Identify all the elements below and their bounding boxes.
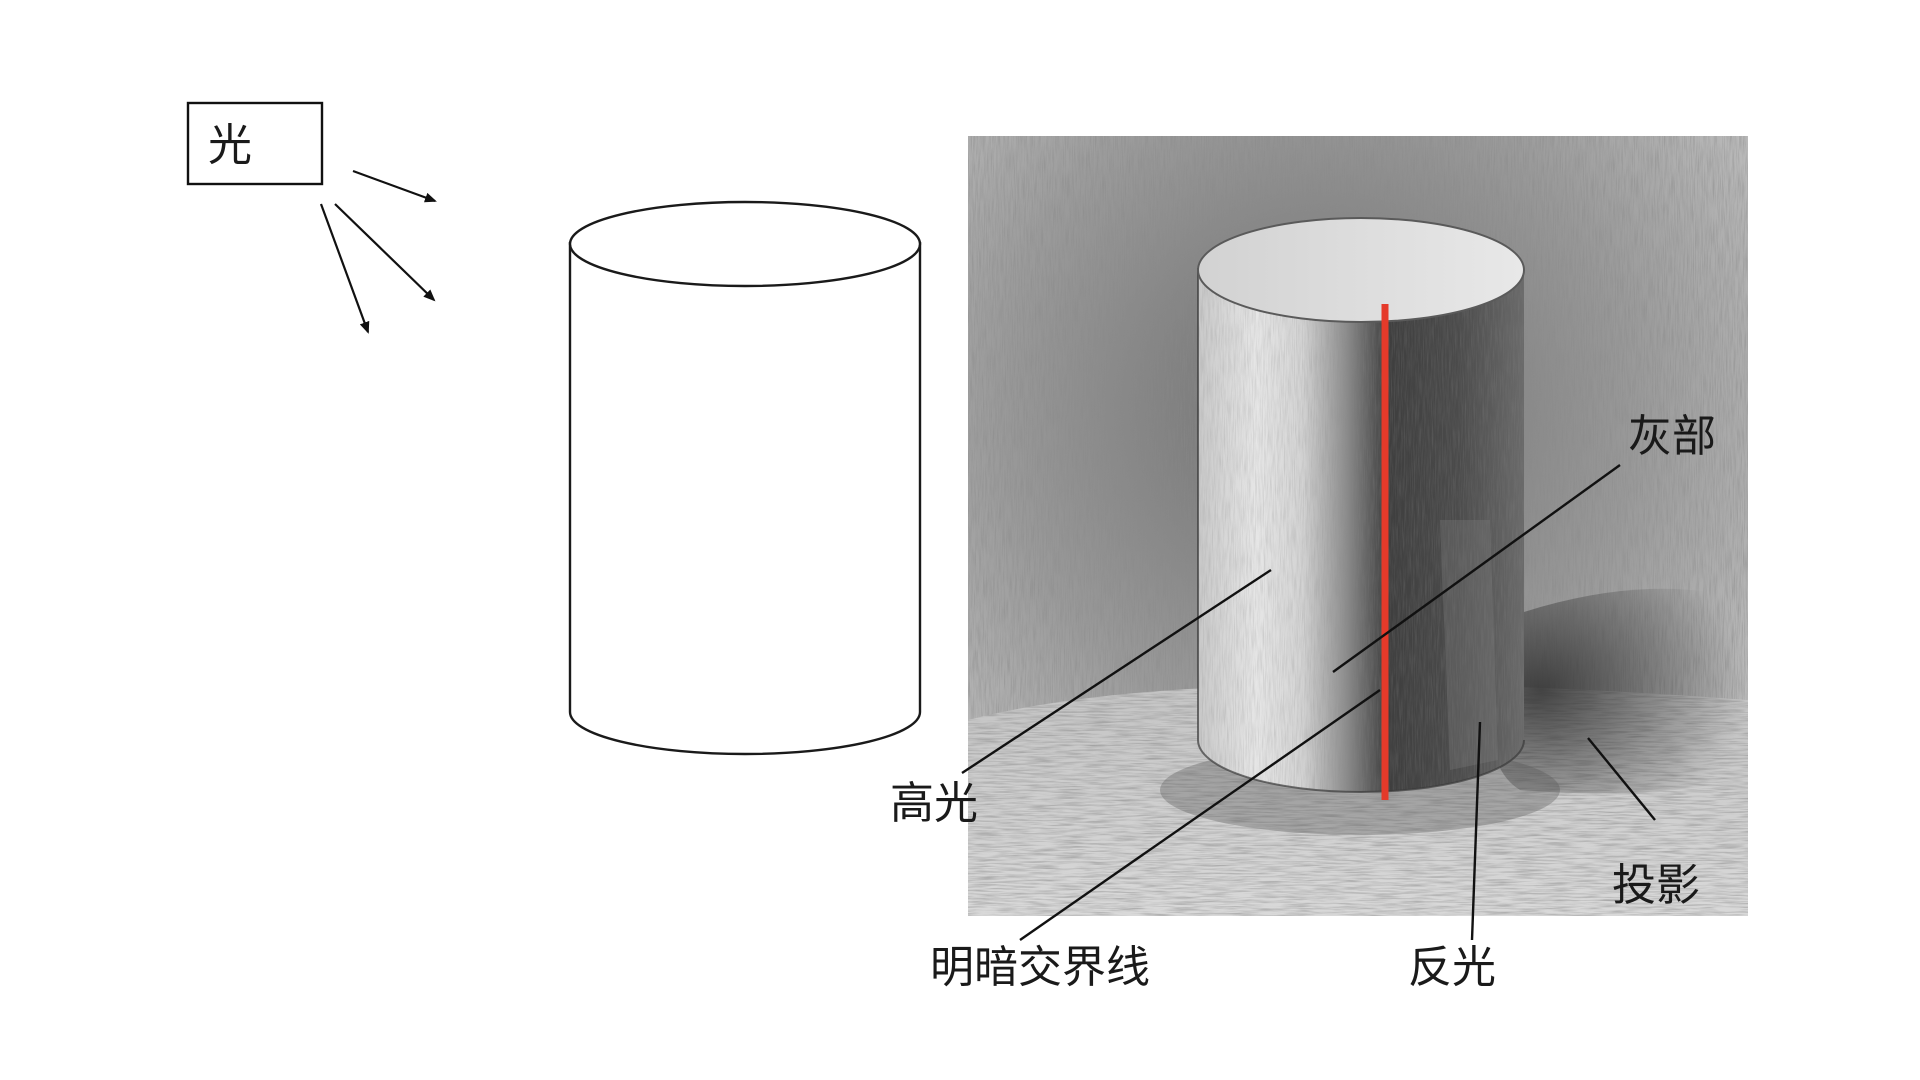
- gray-part-label: 灰部: [1628, 411, 1716, 462]
- light-source: 光: [186, 101, 324, 186]
- light-label: 光: [208, 120, 252, 171]
- light-label-box: [186, 101, 324, 186]
- pencil-sketch: [968, 136, 1748, 916]
- outline-cylinder-body: [568, 242, 922, 756]
- reflected-light-label: 反光: [1408, 942, 1496, 993]
- light-ray-arrow: [334, 203, 436, 302]
- highlight-leader: [961, 568, 1272, 775]
- reflected-light-zone: [1440, 520, 1498, 770]
- gray-part-leader: [1332, 464, 1621, 673]
- light-ray-arrow: [352, 169, 437, 203]
- terminator-leader: [1019, 689, 1381, 941]
- terminator-label: 明暗交界线: [930, 942, 1150, 993]
- cast-shadow-area: [1488, 588, 1748, 794]
- highlight-label: 高光: [890, 778, 978, 829]
- cast-shadow-label: 投影: [1612, 860, 1700, 911]
- leader-lines: [961, 464, 1656, 941]
- cast-shadow-leader: [1587, 737, 1656, 821]
- sketch-cylinder-hatching: [1198, 268, 1524, 792]
- outline-cylinder-top: [568, 200, 922, 288]
- sketch-cylinder-top: [1197, 217, 1525, 323]
- outline-cylinder: [568, 200, 922, 756]
- reflected-light-leader: [1470, 721, 1482, 941]
- light-ray-arrow: [319, 203, 370, 334]
- light-rays: [319, 169, 437, 334]
- sketch-cylinder-edge: [1197, 268, 1525, 793]
